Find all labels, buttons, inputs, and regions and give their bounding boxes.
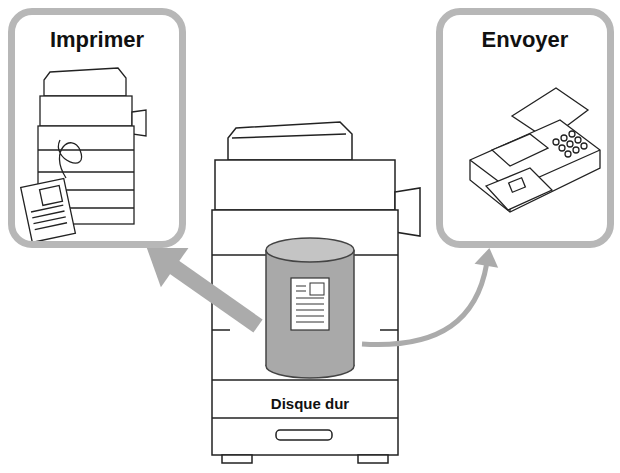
disk-label: Disque dur [248,395,372,412]
function-panel: Imprimer [8,8,186,248]
disk-cylinder [258,236,362,386]
flow-arrow [147,248,258,326]
fax-illustration [470,88,600,212]
panel-title: Envoyer [443,15,607,53]
function-panel: Envoyer [436,8,614,248]
flow-arrow [362,248,498,345]
central-mfp [212,122,420,463]
printer-illustration [21,68,146,242]
hard-disk: Disque dur [258,236,362,416]
panel-title: Imprimer [15,15,179,53]
